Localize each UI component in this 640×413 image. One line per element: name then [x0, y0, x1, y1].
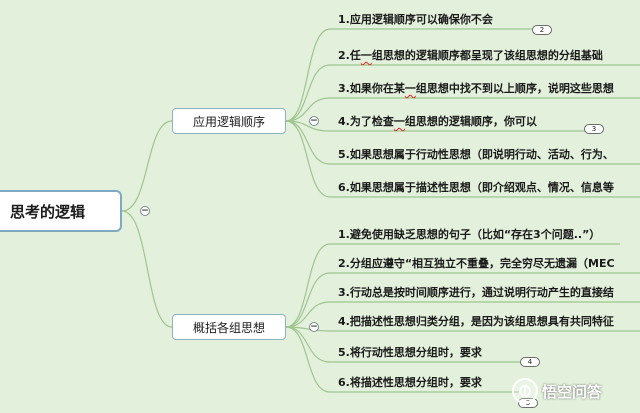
leaf-topic[interactable]: 5.将行动性思想分组时，要求	[338, 344, 482, 362]
branch-topic-logic-order[interactable]: 应用逻辑顺序	[172, 108, 286, 134]
branch-topic-label: 应用逻辑顺序	[192, 114, 265, 129]
spellcheck-mark: 一	[393, 115, 405, 128]
leaf-topic[interactable]: 6.将描述性思想分组时，要求	[338, 374, 482, 392]
leaf-topic-text: 1.避免使用缺乏思想的句子（比如“存在3个问题..”）	[338, 228, 601, 241]
leaf-topic[interactable]: 6.如果思想属于描述性思想（即介绍观点、情况、信息等	[338, 179, 614, 197]
note-count-badge[interactable]: 4	[520, 357, 540, 367]
note-count-badge[interactable]: 2	[532, 25, 552, 35]
leaf-topic[interactable]: 2.分组应遵守“相互独立不重叠，完全穷尽无遗漏（MEC	[338, 255, 615, 273]
leaf-topic[interactable]: 5.如果思想属于行动性思想（即说明行动、活动、行为、	[338, 146, 614, 164]
spellcheck-mark: 一	[360, 49, 372, 62]
spellcheck-mark: 一	[404, 82, 416, 95]
leaf-topic[interactable]: 1.避免使用缺乏思想的句子（比如“存在3个问题..”）	[338, 226, 600, 244]
leaf-topic-text: 3.如果你在某	[338, 82, 405, 95]
leaf-topic-text: 组思想的逻辑顺序都呈现了该组思想的分组基础	[371, 49, 603, 62]
leaf-topic-text: 2.分组应遵守“相互独立不重叠，完全穷尽无遗漏（MEC	[338, 257, 615, 270]
leaf-topic-text: 4.为了检查	[338, 115, 394, 128]
branch-topic-label: 概括各组思想	[192, 320, 265, 335]
watermark-text: 悟空问答	[542, 382, 603, 401]
leaf-topic-text: 组思想的逻辑顺序，你可以	[404, 115, 537, 128]
branch-2-collapse-toggle[interactable]: −	[309, 322, 319, 332]
root-topic-label: 思考的逻辑	[10, 202, 86, 221]
leaf-topic-text: 2.任	[338, 49, 361, 62]
branch-1-collapse-toggle[interactable]: −	[309, 116, 319, 126]
root-collapse-toggle[interactable]: −	[140, 206, 150, 216]
leaf-topic-text: 4.把描述性思想归类分组，是因为该组思想具有共同特征	[338, 315, 614, 328]
note-count-badge[interactable]: 3	[584, 124, 604, 134]
wukong-logo-icon	[512, 378, 538, 404]
watermark: 悟空问答	[512, 378, 602, 404]
leaf-topic-text: 5.如果思想属于行动性思想（即说明行动、活动、行为、	[338, 148, 614, 161]
root-topic[interactable]: 思考的逻辑	[0, 190, 122, 232]
leaf-topic[interactable]: 4.把描述性思想归类分组，是因为该组思想具有共同特征	[338, 313, 614, 331]
leaf-topic-text: 6.将描述性思想分组时，要求	[338, 376, 482, 389]
leaf-topic[interactable]: 3.行动总是按时间顺序进行，通过说明行动产生的直接结	[338, 284, 614, 302]
leaf-topic-text: 1.应用逻辑顺序可以确保你不会	[338, 13, 493, 26]
leaf-topic[interactable]: 2.任一组思想的逻辑顺序都呈现了该组思想的分组基础	[338, 47, 603, 65]
leaf-topic[interactable]: 1.应用逻辑顺序可以确保你不会	[338, 11, 493, 29]
leaf-topic-text: 5.将行动性思想分组时，要求	[338, 346, 482, 359]
leaf-topic[interactable]: 4.为了检查一组思想的逻辑顺序，你可以	[338, 113, 537, 131]
leaf-topic-text: 3.行动总是按时间顺序进行，通过说明行动产生的直接结	[338, 286, 614, 299]
leaf-topic-text: 组思想中找不到以上顺序，说明这些思想	[415, 82, 614, 95]
branch-topic-summarize[interactable]: 概括各组思想	[172, 314, 286, 340]
leaf-topic-text: 6.如果思想属于描述性思想（即介绍观点、情况、信息等	[338, 181, 614, 194]
leaf-topic[interactable]: 3.如果你在某一组思想中找不到以上顺序，说明这些思想	[338, 80, 614, 98]
